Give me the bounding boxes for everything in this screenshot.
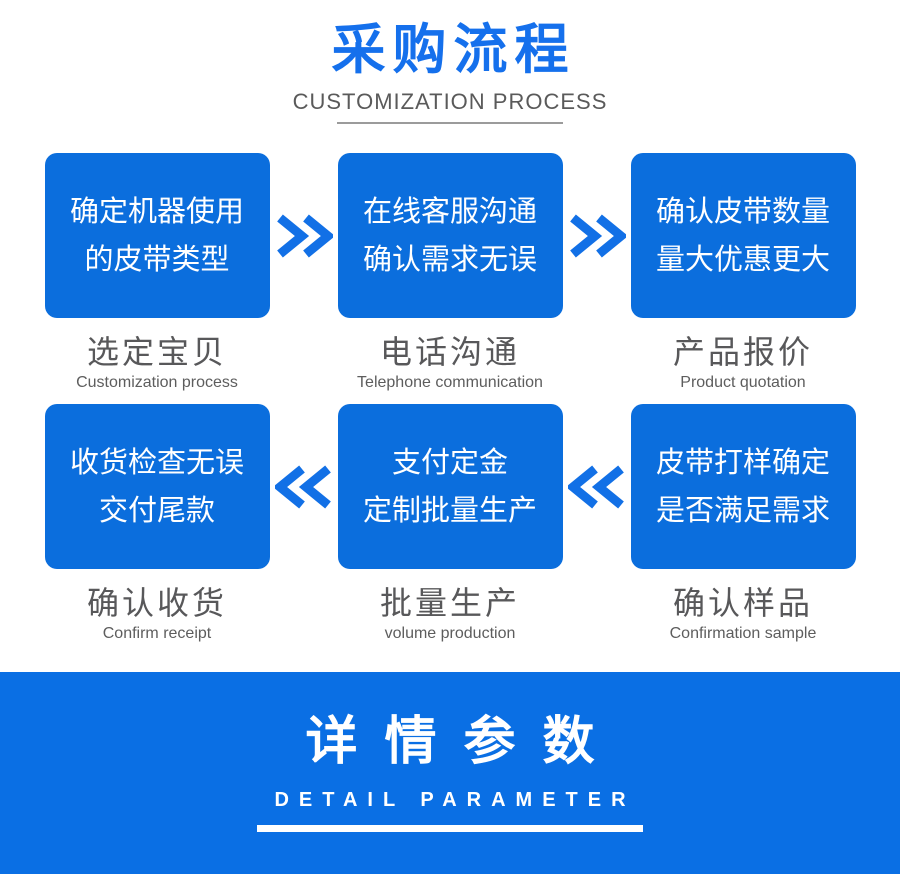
flow-row-2: 收货检查无误 交付尾款 确认收货 Confirm receipt 支付定金 定制… — [0, 404, 900, 643]
step-label-en: Confirm receipt — [102, 625, 212, 643]
step-label-cn: 电话沟通 — [379, 334, 520, 371]
step-box-line1: 支付定金 — [391, 446, 508, 479]
step-label-en: Telephone communication — [357, 374, 543, 392]
step-box: 确定机器使用 的皮带类型 — [44, 153, 270, 319]
flow-step-2: 在线客服沟通 确认需求无误 电话沟通 Telephone communicati… — [337, 153, 563, 392]
flow-step-1: 确定机器使用 的皮带类型 选定宝贝 Customization process — [44, 153, 270, 392]
step-box: 在线客服沟通 确认需求无误 — [337, 153, 563, 319]
step-box-line2: 的皮带类型 — [84, 243, 230, 276]
process-flow: 确定机器使用 的皮带类型 选定宝贝 Customization process … — [0, 153, 900, 643]
process-title: 采购流程 — [331, 20, 576, 80]
banner-underline — [257, 825, 643, 832]
arrow-right-icon — [270, 214, 338, 258]
banner-subtitle: DETAIL PARAMETER — [274, 789, 636, 811]
step-box-line2: 确认需求无误 — [362, 243, 537, 276]
step-box-line1: 确定机器使用 — [69, 195, 244, 228]
process-subtitle: CUSTOMIZATION PROCESS — [292, 89, 608, 115]
detail-banner: 详情参数 DETAIL PARAMETER — [0, 672, 900, 874]
step-label-cn: 确认收货 — [86, 585, 227, 622]
step-box-line2: 量大优惠更大 — [655, 243, 830, 276]
step-box: 确认皮带数量 量大优惠更大 — [630, 153, 856, 319]
step-box-line1: 在线客服沟通 — [362, 195, 537, 228]
step-label-en: Product quotation — [680, 374, 806, 392]
arrow-right-icon — [563, 214, 631, 258]
step-label-cn: 产品报价 — [672, 334, 813, 371]
step-box-line2: 是否满足需求 — [655, 494, 830, 527]
step-label-en: Confirmation sample — [669, 625, 817, 643]
step-box: 皮带打样确定 是否满足需求 — [630, 404, 856, 570]
step-box-line1: 确认皮带数量 — [655, 195, 830, 228]
step-label-cn: 批量生产 — [379, 585, 520, 622]
step-box: 支付定金 定制批量生产 — [337, 404, 563, 570]
subtitle-underline — [337, 122, 563, 125]
step-box-line1: 收货检查无误 — [69, 446, 244, 479]
step-box-line1: 皮带打样确定 — [655, 446, 830, 479]
arrow-left-icon — [563, 465, 631, 509]
step-box-line2: 交付尾款 — [98, 494, 215, 527]
flow-row-1: 确定机器使用 的皮带类型 选定宝贝 Customization process … — [0, 153, 900, 392]
step-label-cn: 确认样品 — [672, 585, 813, 622]
step-label-cn: 选定宝贝 — [86, 334, 227, 371]
banner-title: 详情参数 — [305, 713, 622, 771]
step-label-en: Customization process — [76, 374, 238, 392]
flow-step-4: 皮带打样确定 是否满足需求 确认样品 Confirmation sample — [630, 404, 856, 643]
step-box: 收货检查无误 交付尾款 — [44, 404, 270, 570]
flow-step-5: 支付定金 定制批量生产 批量生产 volume production — [337, 404, 563, 643]
flow-step-6: 收货检查无误 交付尾款 确认收货 Confirm receipt — [44, 404, 270, 643]
flow-step-3: 确认皮带数量 量大优惠更大 产品报价 Product quotation — [630, 153, 856, 392]
step-label-en: volume production — [384, 625, 516, 643]
process-header: 采购流程 CUSTOMIZATION PROCESS — [0, 0, 900, 125]
arrow-left-icon — [270, 465, 338, 509]
step-box-line2: 定制批量生产 — [362, 494, 537, 527]
